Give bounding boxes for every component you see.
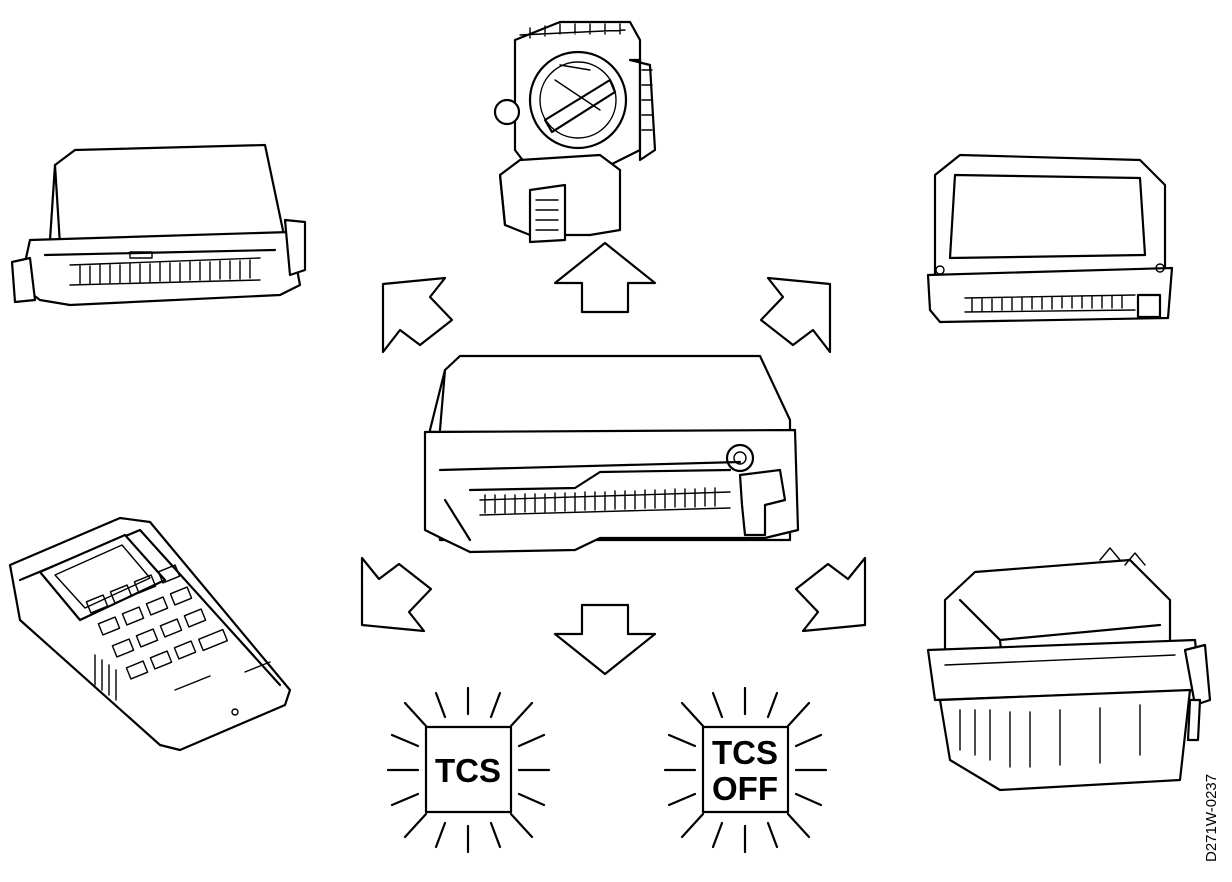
- upper-right-control-unit: [926, 153, 1174, 324]
- tcs-lamp-rays: [386, 686, 551, 854]
- arrow-to-upper-right-unit: [759, 276, 832, 354]
- arrow-to-lamps: [553, 603, 657, 676]
- figure-code: D271W-0237: [1203, 774, 1220, 862]
- tcs-indicator-lamp: TCS: [386, 686, 551, 854]
- upper-left-control-unit: [10, 143, 307, 307]
- arrow-to-lower-right-module: [794, 556, 867, 633]
- throttle-body-unit: [493, 20, 657, 244]
- tcs-off-lamp-label-line2: OFF: [712, 770, 778, 807]
- arrow-to-scan-tool: [360, 556, 433, 633]
- lower-right-module: [926, 547, 1212, 792]
- tcs-off-lamp-rays: [663, 686, 828, 854]
- tcs-off-indicator-lamp: TCS OFF: [663, 686, 828, 854]
- arrow-to-upper-left-unit: [381, 276, 454, 354]
- tcs-off-lamp-label-line1: TCS: [712, 734, 778, 771]
- scan-tool: [8, 516, 292, 752]
- arrow-to-throttle-body: [553, 241, 657, 314]
- tcs-control-module: [423, 354, 800, 554]
- tcs-lamp-label: TCS: [435, 752, 501, 789]
- tcs-lamp-frame: [424, 725, 513, 814]
- tcs-off-lamp-frame: [701, 725, 790, 814]
